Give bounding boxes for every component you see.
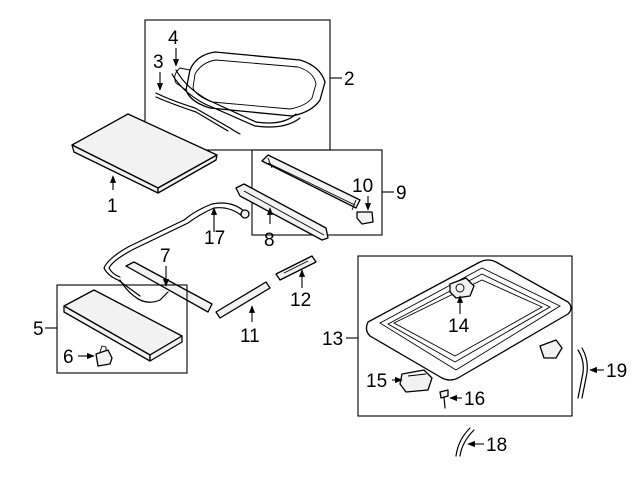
callout-7: 7 (160, 246, 171, 267)
part-12-strip (275, 255, 317, 281)
part-13-frame (365, 259, 572, 381)
callout-16: 16 (464, 389, 485, 410)
callout-labels: 1 2 3 4 5 6 7 8 9 10 11 12 13 14 15 16 1… (33, 28, 627, 456)
callout-11: 11 (240, 326, 260, 347)
part-1-panel (71, 113, 218, 194)
callout-3: 3 (153, 52, 164, 73)
part-16-bolt (439, 389, 449, 399)
callout-1: 1 (107, 196, 118, 217)
callout-15: 15 (366, 371, 387, 392)
callout-6: 6 (63, 347, 74, 368)
callout-5: 5 (33, 319, 44, 340)
part-14-motor (449, 277, 475, 299)
callout-17: 17 (204, 228, 225, 249)
part-19-hose (577, 349, 584, 399)
part-4-seal (171, 73, 301, 128)
part-17-drain-tube (103, 202, 246, 297)
part-3-seal (155, 92, 241, 135)
part-9-deflector (261, 154, 361, 209)
sunshade-group (56, 284, 188, 374)
frame-assembly-group (357, 255, 573, 417)
glass-assembly-group (144, 19, 331, 151)
callout-13: 13 (322, 329, 343, 350)
part-2-glass-panel (185, 51, 326, 117)
part-18-hose (455, 427, 471, 457)
part-11-strip (215, 281, 271, 319)
callout-2: 2 (344, 69, 355, 90)
callout-8: 8 (264, 230, 275, 251)
part-6-clip (95, 349, 113, 367)
part-10-clip (356, 211, 374, 225)
callout-9: 9 (396, 183, 407, 204)
part-7-strip (125, 261, 213, 313)
group-frame-2 (144, 19, 331, 151)
callout-14: 14 (448, 316, 470, 337)
group-frame-13 (357, 255, 573, 417)
part-15-motor (399, 369, 433, 393)
callout-12: 12 (290, 290, 311, 311)
callout-18: 18 (486, 435, 507, 456)
callout-10: 10 (352, 176, 373, 197)
callout-19: 19 (606, 361, 627, 382)
leader-lines (45, 48, 604, 448)
callout-4: 4 (168, 28, 179, 49)
group-frame-5 (56, 284, 188, 374)
